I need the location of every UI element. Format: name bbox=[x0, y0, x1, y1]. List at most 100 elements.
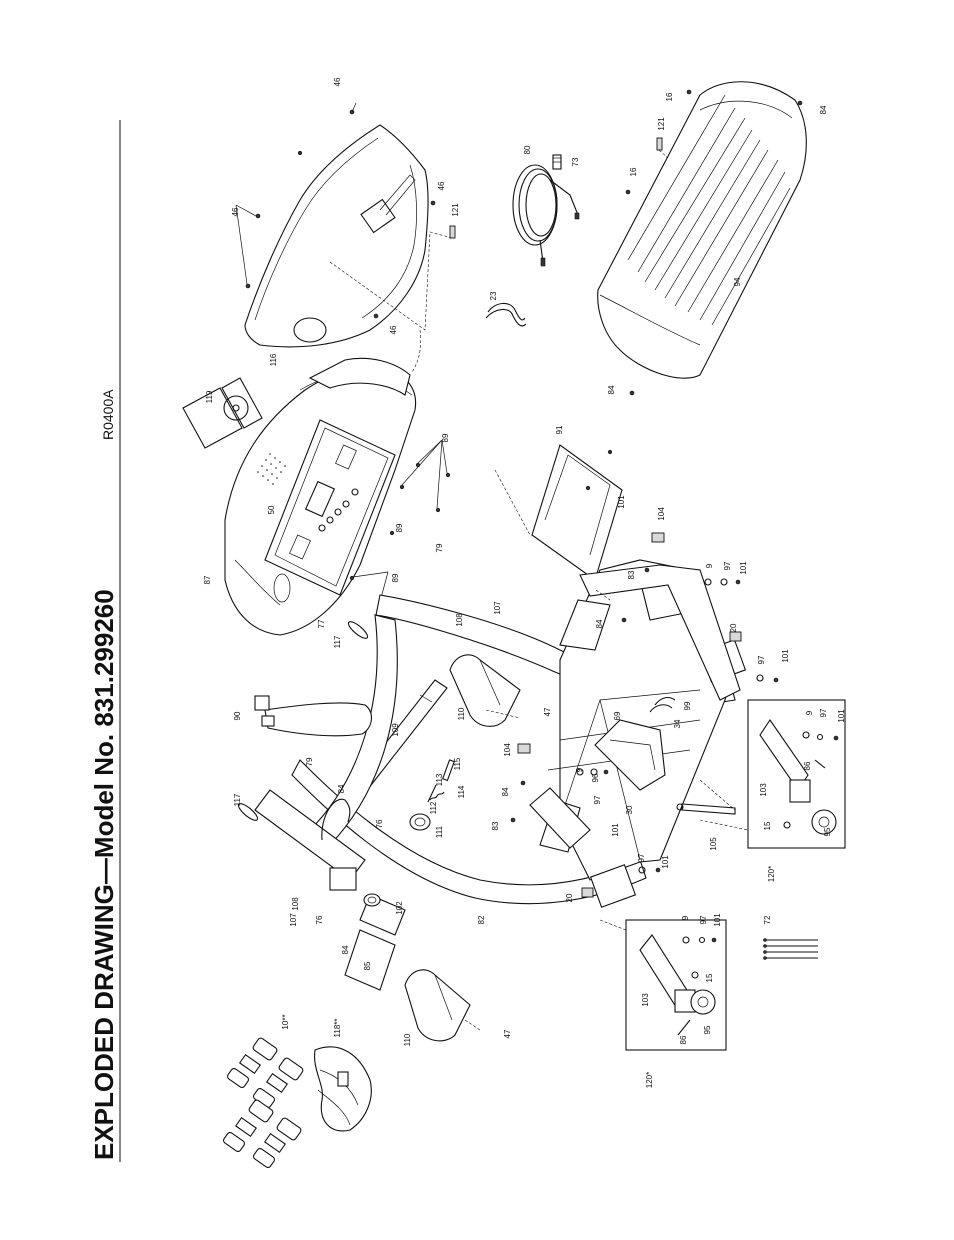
screw-16b bbox=[625, 189, 631, 195]
callout-c34: 34 bbox=[673, 719, 682, 728]
callout-c84a: 84 bbox=[819, 105, 828, 114]
inset-wheel-bracket-right bbox=[747, 699, 846, 849]
part-104-bottom bbox=[517, 743, 531, 754]
callout-c9d: 9 bbox=[681, 915, 690, 920]
callout-c96: 96 bbox=[591, 773, 600, 782]
part-121-top bbox=[449, 225, 456, 239]
part-121-belt bbox=[656, 137, 663, 151]
screw-16a bbox=[686, 89, 692, 95]
callout-c101b: 101 bbox=[739, 561, 748, 575]
leader-dashed bbox=[329, 231, 453, 331]
callout-c85: 85 bbox=[363, 961, 372, 970]
callout-c89b: 89 bbox=[395, 523, 404, 532]
callout-c84c: 84 bbox=[595, 619, 604, 628]
part-85-block bbox=[329, 867, 357, 891]
callout-c20a: 20 bbox=[729, 623, 738, 632]
part-pin-assembly bbox=[409, 759, 455, 831]
callout-c99: 99 bbox=[683, 701, 692, 710]
part-reflector-117b bbox=[347, 621, 369, 639]
callout-c108b: 108 bbox=[291, 897, 300, 911]
callout-c90: 90 bbox=[233, 711, 242, 720]
callout-c97c: 97 bbox=[819, 708, 828, 717]
callout-c46b: 46 bbox=[231, 207, 240, 216]
callout-c115: 115 bbox=[453, 757, 462, 770]
part-user-manual-119 bbox=[182, 377, 263, 449]
hardware-stacks bbox=[510, 567, 779, 874]
part-reflector-117a bbox=[237, 803, 259, 821]
part-20b bbox=[581, 887, 594, 898]
callout-c84d: 84 bbox=[337, 784, 346, 793]
console-vents bbox=[257, 453, 286, 485]
callout-c97a: 97 bbox=[723, 561, 732, 570]
callout-c79b: 79 bbox=[305, 757, 314, 766]
callout-c120b: 120* bbox=[645, 1072, 654, 1088]
callout-labels: 4646464612111680732316161218484941198750… bbox=[203, 77, 846, 1088]
callout-c84f: 84 bbox=[341, 945, 350, 954]
callout-c72: 72 bbox=[763, 915, 772, 924]
callout-c9c: 9 bbox=[575, 767, 584, 772]
callout-c114: 114 bbox=[457, 785, 466, 798]
drawing-code: R0400A bbox=[100, 389, 116, 440]
callout-c80: 80 bbox=[523, 145, 532, 154]
callout-c104a: 104 bbox=[657, 507, 666, 521]
callout-c119: 119 bbox=[205, 390, 214, 403]
callout-c15a: 15 bbox=[763, 821, 772, 830]
callout-c101f: 101 bbox=[661, 855, 670, 869]
callout-c121a: 121 bbox=[451, 203, 460, 217]
callout-c47b: 47 bbox=[503, 1029, 512, 1038]
part-strain-relief-73 bbox=[552, 154, 562, 170]
callout-c116: 116 bbox=[269, 353, 278, 366]
callout-c109: 109 bbox=[391, 723, 400, 737]
part-handrail-end-110a bbox=[449, 654, 521, 727]
callout-c112: 112 bbox=[429, 801, 438, 814]
part-strap-90 bbox=[254, 695, 372, 737]
part-20a bbox=[729, 631, 742, 642]
callout-c9b: 9 bbox=[805, 710, 814, 715]
callout-c97f: 97 bbox=[699, 915, 708, 924]
part-motor-hood-116 bbox=[244, 124, 429, 348]
inset-wheel-bracket-left bbox=[625, 919, 727, 1051]
callout-c121b: 121 bbox=[657, 117, 666, 131]
callout-c46d: 46 bbox=[389, 325, 398, 334]
callout-c103a: 103 bbox=[759, 783, 768, 797]
callout-c108a: 108 bbox=[455, 613, 464, 627]
callout-c76b: 76 bbox=[315, 915, 324, 924]
callout-c84b: 84 bbox=[607, 385, 616, 394]
screw-84b bbox=[629, 390, 635, 396]
callout-c79a: 79 bbox=[435, 543, 444, 552]
callout-c46c: 46 bbox=[437, 181, 446, 190]
callout-c97d: 97 bbox=[593, 795, 602, 804]
callout-c102: 102 bbox=[395, 901, 404, 915]
callout-c107a: 107 bbox=[493, 601, 502, 615]
callout-c117b: 117 bbox=[233, 793, 242, 806]
part-weight-harness-118 bbox=[314, 1046, 372, 1132]
callout-c16a: 16 bbox=[665, 92, 674, 101]
callout-c16b: 16 bbox=[629, 167, 638, 176]
callout-c113: 113 bbox=[435, 773, 444, 786]
part-handrail-end-110b bbox=[404, 969, 471, 1042]
callout-c105: 105 bbox=[709, 837, 718, 851]
screws-46 bbox=[235, 102, 436, 319]
callout-c9a: 9 bbox=[705, 563, 714, 568]
callout-c87: 87 bbox=[203, 575, 212, 584]
part-power-cord-80 bbox=[512, 164, 580, 267]
part-key-84 bbox=[321, 798, 351, 841]
part-dumbbells-10 bbox=[222, 1037, 304, 1169]
callout-c23: 23 bbox=[489, 291, 498, 300]
page-title: EXPLODED DRAWING—Model No. 831.299260 bbox=[89, 589, 119, 1160]
part-wire-23 bbox=[487, 302, 526, 321]
callout-c50: 50 bbox=[267, 505, 276, 514]
part-motor-cover-91 bbox=[494, 444, 623, 581]
part-knob-102 bbox=[363, 893, 381, 907]
callout-c10: 10** bbox=[281, 1014, 290, 1029]
callout-c97b: 97 bbox=[757, 655, 766, 664]
part-rail-left bbox=[529, 787, 591, 849]
callout-c101g: 101 bbox=[713, 913, 722, 927]
callout-c86a: 86 bbox=[803, 761, 812, 770]
callout-c86b: 86 bbox=[679, 1035, 688, 1044]
callout-c117a: 117 bbox=[333, 635, 342, 648]
callout-c69: 69 bbox=[613, 711, 622, 720]
callout-c83a: 83 bbox=[627, 570, 636, 579]
callout-c89c: 89 bbox=[391, 573, 400, 582]
